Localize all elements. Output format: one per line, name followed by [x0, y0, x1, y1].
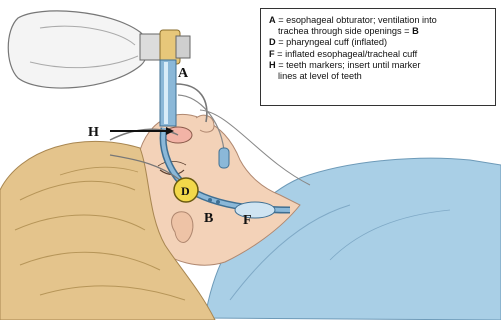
- legend-key-a: A: [269, 15, 276, 25]
- legend-text-4: = inflated esophageal/tracheal cuff: [275, 49, 418, 59]
- legend-line-6: lines at level of teeth: [269, 71, 489, 82]
- label-d: D: [181, 184, 190, 198]
- legend-line-5: H = teeth markers; insert until marker: [269, 60, 489, 71]
- legend-box: A = esophageal obturator; ventilation in…: [260, 8, 496, 106]
- legend-line-2: trachea through side openings = B: [269, 26, 489, 37]
- legend-text-1: = esophageal obturator; ventilation into: [276, 15, 437, 25]
- legend-text-3: = pharyngeal cuff (inflated): [276, 37, 387, 47]
- legend-text-2: trachea through side openings =: [278, 26, 412, 36]
- legend-key-d: D: [269, 37, 276, 47]
- legend-key-b: B: [412, 26, 419, 36]
- legend-line-4: F = inflated esophageal/tracheal cuff: [269, 49, 489, 60]
- label-h: H: [88, 125, 99, 140]
- legend-line-1: A = esophageal obturator; ventilation in…: [269, 15, 489, 26]
- legend-key-h: H: [269, 60, 276, 70]
- legend-line-3: D = pharyngeal cuff (inflated): [269, 37, 489, 48]
- legend-text-5: = teeth markers; insert until marker: [276, 60, 421, 70]
- label-f: F: [243, 213, 252, 228]
- label-a: A: [178, 66, 189, 81]
- label-b: B: [204, 211, 213, 226]
- legend-text-6: lines at level of teeth: [278, 71, 362, 81]
